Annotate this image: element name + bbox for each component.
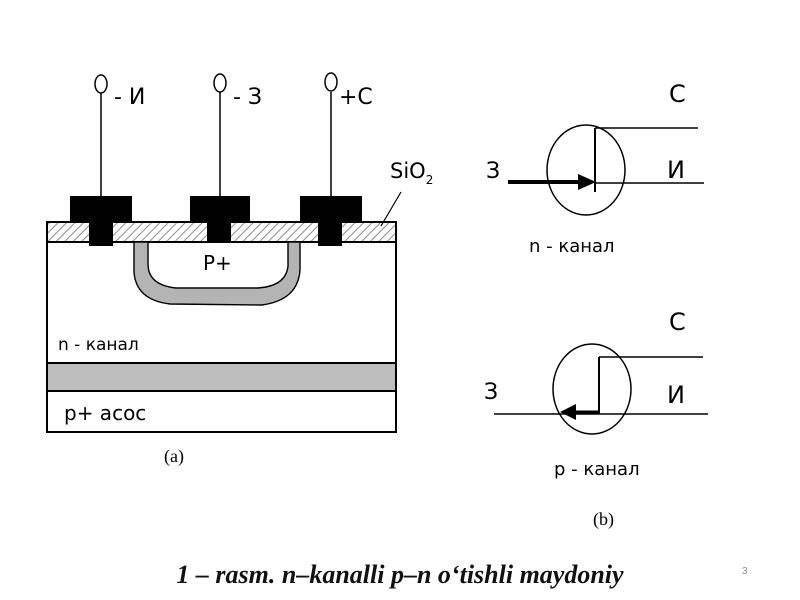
- slide-number: 3: [742, 566, 748, 577]
- p-channel-caption: p - канал: [554, 459, 640, 480]
- source-contact: [70, 196, 132, 246]
- n-channel-gate-label: З: [486, 159, 500, 184]
- oxide-leader-line: [380, 191, 402, 227]
- buried-layer: [46, 362, 397, 392]
- p-channel-symbol: С З И p - канал: [484, 308, 708, 480]
- n-channel-source-label: И: [667, 156, 685, 184]
- n-channel-symbol: С З И n - канал: [486, 80, 704, 257]
- semiconductor-body: [46, 221, 397, 433]
- terminal-gate-label: - З: [233, 85, 262, 110]
- panel-a-label: (a): [164, 446, 184, 467]
- terminal-drain-label: +С: [339, 85, 373, 110]
- terminal-gate: - З: [213, 73, 262, 196]
- terminal-source-label: - И: [114, 85, 145, 110]
- n-channel-caption: n - канал: [529, 236, 615, 257]
- p-plus-region: [133, 241, 301, 306]
- gate-contact: [190, 196, 250, 242]
- panel-b-label: (b): [593, 509, 614, 530]
- p-channel-source-label: И: [667, 381, 685, 409]
- figure-b-symbols: С З И n - канал С З И p - канал (b): [484, 80, 708, 530]
- figure-a-cross-section: - И - З +С SiO2 P+ n - канал p+ асос (a): [46, 72, 433, 467]
- terminal-gate-circle: [213, 73, 227, 93]
- substrate-label: p+ асос: [64, 401, 146, 425]
- terminal-source: - И: [94, 74, 145, 196]
- n-channel-gate-arrow: [578, 174, 596, 190]
- terminal-drain-circle: [324, 72, 338, 92]
- p-channel-gate-arrow: [560, 404, 576, 420]
- drain-contact: [300, 196, 362, 246]
- channel-label: n - канал: [58, 335, 139, 355]
- p-channel-gate-label: З: [484, 380, 498, 405]
- terminal-source-circle: [94, 74, 108, 94]
- figure-caption: 1 – rasm. n–kanalli p–n o‘tishli maydoni…: [176, 560, 624, 589]
- n-channel-drain-label: С: [669, 80, 686, 108]
- p-channel-circle: [552, 343, 632, 435]
- p-channel-drain-label: С: [669, 308, 686, 336]
- p-region-label: P+: [203, 251, 232, 275]
- terminal-drain: +С: [324, 72, 373, 196]
- oxide-label: SiO2: [390, 159, 433, 187]
- n-channel-circle: [546, 124, 626, 216]
